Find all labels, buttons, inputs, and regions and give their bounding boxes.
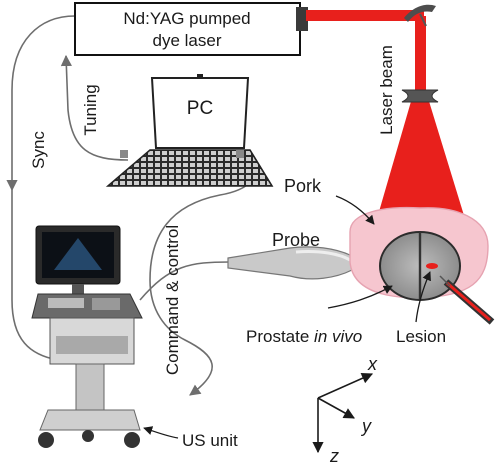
sync-wire: [6, 15, 76, 192]
pork-label: Pork: [284, 176, 322, 196]
pc-label: PC: [187, 98, 213, 119]
pc-laptop: PC: [105, 74, 274, 187]
z-axis-label: z: [329, 446, 339, 466]
diverging-lens: [401, 89, 439, 103]
probe-label: Probe: [272, 230, 320, 250]
us-unit-label: US unit: [182, 431, 238, 450]
y-axis-arrow: [317, 397, 355, 419]
laser-beam-path: [306, 4, 466, 222]
laser-title-line2: dye laser: [153, 31, 222, 50]
lesion-label: Lesion: [396, 327, 446, 346]
laser-title-line1: Nd:YAG pumped: [123, 9, 250, 28]
laser-beam-label: Laser beam: [377, 45, 396, 135]
beam-cone: [376, 98, 466, 222]
tuning-wire: [60, 54, 129, 161]
command-control-label: Command & control: [163, 225, 182, 375]
usunit-pointer: [143, 426, 179, 439]
us-unit: [31, 225, 143, 448]
prostate-pointer: [327, 285, 393, 309]
prostate-prefix: Prostate: [246, 327, 314, 346]
lesion-mark: [426, 263, 438, 269]
probe-cable: [139, 261, 231, 301]
x-axis-arrow: [317, 372, 374, 399]
pork-pointer: [335, 195, 375, 225]
prostate-italic: in vivo: [314, 327, 362, 346]
beam-vertical-upper: [415, 16, 426, 94]
syringe: [439, 275, 495, 325]
sync-wire-lower: [11, 190, 59, 361]
probe: [227, 246, 357, 280]
laser-box: Nd:YAG pumped dye laser: [74, 2, 308, 56]
annotation-pointers: [143, 195, 431, 439]
command-wire: [149, 159, 258, 396]
pork-prostate: [349, 206, 495, 325]
coordinate-axes: [312, 372, 374, 454]
prostate-label: Prostate in vivo: [246, 327, 362, 346]
beam-horizontal: [306, 10, 424, 21]
mirror: [404, 4, 436, 27]
connection-wires: [6, 15, 258, 396]
y-axis-label: y: [360, 416, 372, 436]
tuning-label: Tuning: [81, 84, 100, 135]
labels: Sync Tuning Laser beam Pork Probe Comman…: [29, 45, 446, 466]
x-axis-label: x: [367, 354, 378, 374]
lesion-pointer: [415, 271, 431, 323]
sync-label: Sync: [29, 131, 48, 169]
